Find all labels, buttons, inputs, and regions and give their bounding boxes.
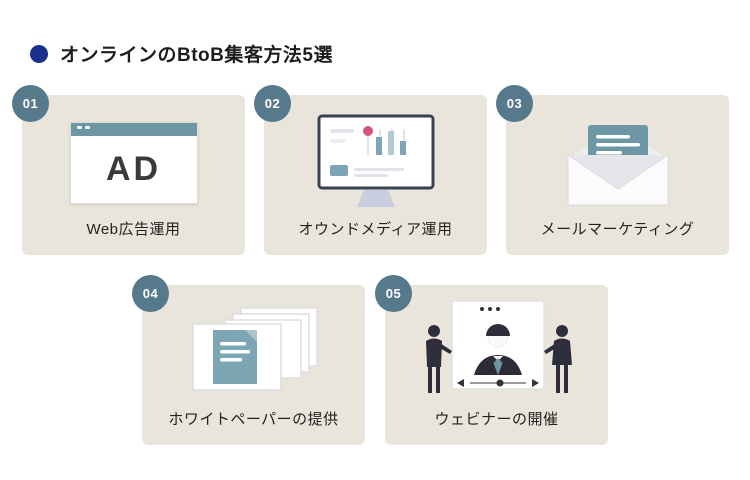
web-ad-browser-illustration: AD — [22, 107, 245, 219]
webinar-video-illustration — [385, 297, 608, 409]
method-card-email-marketing: 03 メールマーケティング — [496, 85, 729, 255]
monitor-chart-icon — [317, 114, 434, 207]
method-card-web-ads: 01 AD Web広告運用 — [12, 85, 245, 255]
method-card-owned-media: 02 オウンドメディア運用 — [254, 85, 487, 255]
number-badge: 02 — [254, 85, 291, 122]
document-stack-icon — [191, 306, 318, 391]
card-label: Web広告運用 — [86, 221, 181, 238]
browser-body: AD — [71, 136, 197, 202]
page-title: オンラインのBtoB集客方法5選 — [60, 45, 333, 66]
ad-text: AD — [105, 149, 162, 188]
method-card-whitepaper: 04 ホワイトペーパーの提供 — [132, 275, 365, 445]
card-label: メールマーケティング — [540, 221, 695, 238]
number-badge: 03 — [496, 85, 533, 122]
title-bullet-icon — [30, 44, 48, 63]
card-label: ホワイトペーパーの提供 — [168, 411, 339, 428]
webinar-player-icon — [425, 300, 572, 393]
number-badge: 04 — [132, 275, 169, 312]
card-label: オウンドメディア運用 — [298, 221, 453, 238]
whitepaper-stack-illustration — [142, 297, 365, 409]
number-badge: 01 — [12, 85, 49, 122]
owned-media-monitor-illustration — [264, 107, 487, 219]
browser-dot-icon — [76, 126, 82, 129]
number-badge: 05 — [375, 275, 412, 312]
email-envelope-illustration — [506, 107, 729, 219]
browser-window-icon: AD — [69, 122, 198, 204]
browser-dot-icon — [84, 126, 90, 129]
envelope-icon — [567, 125, 668, 206]
browser-titlebar — [70, 123, 197, 136]
card-label: ウェビナーの開催 — [434, 411, 559, 428]
page-header: オンラインのBtoB集客方法5選 — [30, 40, 333, 67]
method-card-webinar: 05 — [375, 275, 608, 445]
